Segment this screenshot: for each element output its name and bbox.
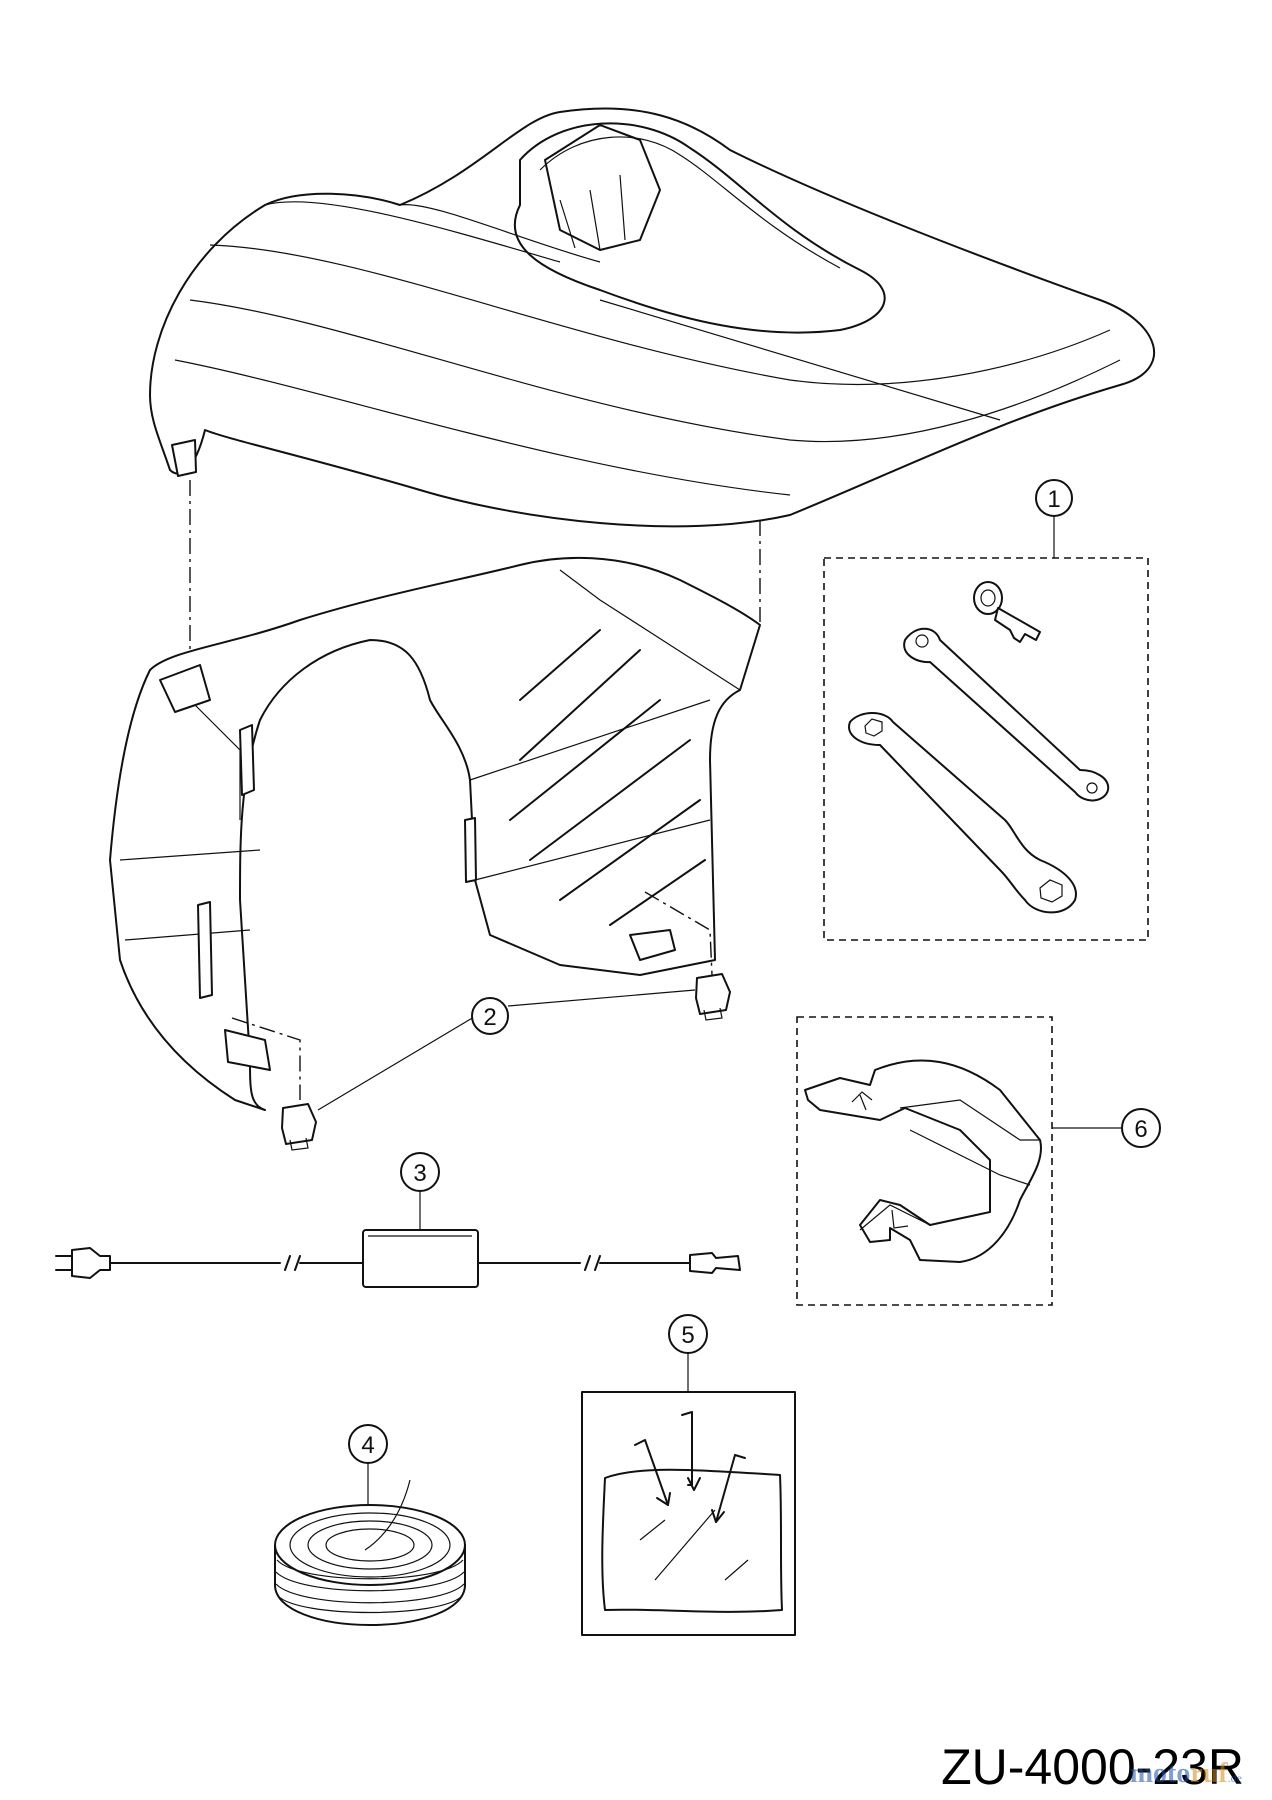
callout-label-1: 1 [1047, 486, 1060, 513]
drawing-code: ZU-4000-23R [941, 1739, 1244, 1795]
callout-6: 6 [1121, 1108, 1161, 1148]
wrench-short [848, 712, 1077, 914]
watermark-part-b: ruf [1190, 1758, 1228, 1789]
callout-label-2: 2 [483, 1004, 496, 1031]
callout-4: 4 [348, 1424, 388, 1464]
wrench-long [903, 627, 1110, 802]
callout-label-6: 6 [1134, 1116, 1147, 1143]
docking-box-6 [796, 1016, 1053, 1306]
callout-2: 2 [471, 997, 509, 1035]
key [973, 581, 1041, 643]
callout-3: 3 [400, 1152, 440, 1192]
callout-label-3: 3 [413, 1160, 426, 1187]
clip-line-left [231, 1017, 301, 1100]
callout-1: 1 [1035, 479, 1073, 517]
docking-guide [804, 1059, 1042, 1263]
callout-label-5: 5 [681, 1322, 694, 1349]
top-cover [149, 107, 1156, 528]
leader-2a [507, 989, 696, 1007]
callout-label-4: 4 [361, 1432, 374, 1459]
leader-2b [317, 1016, 475, 1111]
clip-right [695, 973, 731, 1021]
kit-box-1 [823, 557, 1149, 941]
peg-bag [601, 1411, 783, 1613]
watermark-part-c: .de [1227, 1771, 1242, 1785]
chassis-frame [109, 556, 761, 1111]
callout-5: 5 [668, 1314, 708, 1354]
watermark-part-a: moto [1129, 1758, 1191, 1789]
watermark-logo: motoruf.de [1130, 1758, 1242, 1790]
power-adapter [55, 1229, 741, 1288]
clip-left [281, 1103, 317, 1151]
boundary-wire-coil [274, 1479, 466, 1626]
